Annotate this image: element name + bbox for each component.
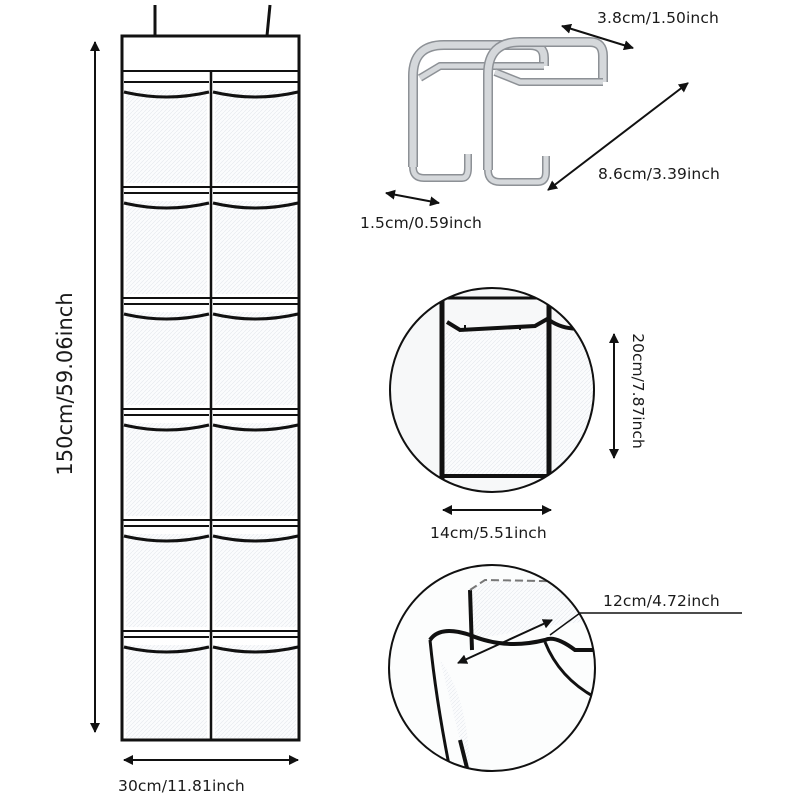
hook-gap-label: 1.5cm/0.59inch	[360, 214, 482, 232]
pocket-mesh	[215, 423, 296, 516]
hook-gap-arrow	[385, 189, 440, 207]
shoe-organizer	[120, 34, 301, 742]
pocket-mesh	[126, 534, 207, 627]
pocket-opening	[212, 534, 299, 543]
pocket-opening	[212, 201, 299, 210]
hook-illustration	[408, 37, 608, 186]
pocket-opening	[212, 312, 299, 321]
pocket-opening	[123, 312, 210, 321]
pocket-mesh	[215, 534, 296, 627]
pocket-mesh	[215, 90, 296, 183]
pocket-mesh	[126, 645, 207, 738]
hook-length-arrow	[547, 82, 689, 191]
pocket-mesh	[126, 423, 207, 516]
pocket-depth-leader	[549, 612, 742, 636]
pocket-opening	[212, 90, 299, 99]
pocket-opening	[212, 423, 299, 432]
height-label: 150cm/59.06inch	[53, 292, 77, 476]
pocket-opening	[123, 423, 210, 432]
pocket-mesh	[126, 201, 207, 294]
pocket-mesh	[215, 645, 296, 738]
pocket-depth-circle	[388, 564, 596, 772]
pocket-mesh	[215, 312, 296, 405]
pocket-width-label: 14cm/5.51inch	[430, 524, 547, 542]
pocket-detail-circle	[389, 287, 595, 493]
hook-width-arrow	[561, 23, 634, 51]
pocket-mesh	[126, 90, 207, 183]
pocket-opening	[123, 201, 210, 210]
hook-length-label: 8.6cm/3.39inch	[598, 165, 720, 183]
pocket-opening	[123, 534, 210, 543]
pocket-opening	[123, 90, 210, 99]
pocket-mesh	[126, 312, 207, 405]
pocket-mesh	[215, 201, 296, 294]
width-label: 30cm/11.81inch	[118, 777, 245, 795]
pocket-grid	[122, 81, 299, 738]
pocket-opening	[123, 645, 210, 654]
pocket-height-label: 20cm/7.87inch	[629, 333, 647, 449]
pocket-opening	[212, 645, 299, 654]
hook-width-label: 3.8cm/1.50inch	[597, 9, 719, 27]
pocket-depth-label: 12cm/4.72inch	[603, 592, 720, 610]
pocket-depth-arrow	[457, 619, 553, 664]
